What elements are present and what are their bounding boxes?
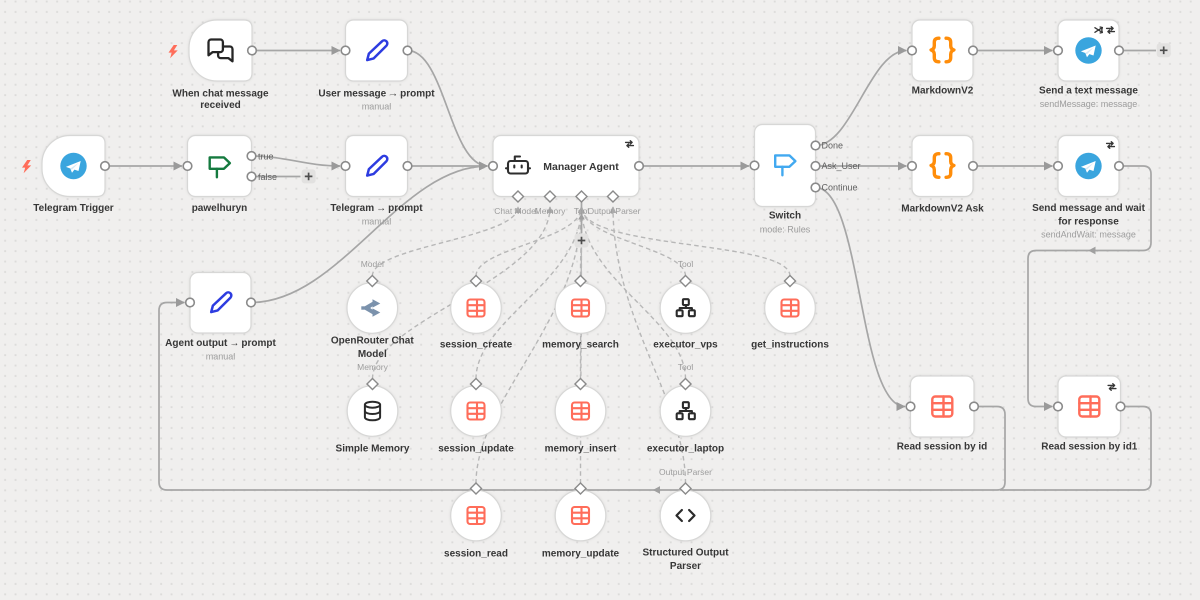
svg-text:session_create: session_create xyxy=(440,340,513,351)
svg-text:MarkdownV2 Ask: MarkdownV2 Ask xyxy=(901,204,984,215)
svg-text:Simple Memory: Simple Memory xyxy=(336,444,410,455)
svg-text:session_read: session_read xyxy=(444,549,508,560)
svg-text:Telegram Trigger: Telegram Trigger xyxy=(33,203,114,214)
svg-text:pawelhuryn: pawelhuryn xyxy=(192,203,248,214)
svg-text:Switch: Switch xyxy=(769,211,801,222)
svg-text:memory_search: memory_search xyxy=(542,340,619,351)
svg-text:Telegram → prompt: Telegram → prompt xyxy=(330,203,423,214)
svg-text:received: received xyxy=(200,100,241,111)
svg-text:executor_vps: executor_vps xyxy=(653,340,718,351)
svg-text:Ask_User: Ask_User xyxy=(822,161,861,171)
svg-text:Send message and wait: Send message and wait xyxy=(1032,203,1145,214)
svg-text:Memory: Memory xyxy=(535,206,566,216)
svg-text:When chat message: When chat message xyxy=(172,89,269,100)
svg-text:sendMessage: message: sendMessage: message xyxy=(1040,99,1138,109)
svg-text:for response: for response xyxy=(1058,217,1119,228)
svg-text:Model: Model xyxy=(358,349,387,360)
svg-text:session_update: session_update xyxy=(438,444,514,455)
svg-text:executor_laptop: executor_laptop xyxy=(647,444,724,455)
svg-text:manual: manual xyxy=(362,217,392,227)
svg-text:Read session by id: Read session by id xyxy=(897,442,988,453)
svg-text:get_instructions: get_instructions xyxy=(751,340,829,351)
svg-text:Output Parser: Output Parser xyxy=(588,206,641,216)
svg-text:MarkdownV2: MarkdownV2 xyxy=(912,86,974,97)
svg-text:false: false xyxy=(258,172,277,182)
svg-text:Parser: Parser xyxy=(670,561,701,572)
svg-text:Send a text message: Send a text message xyxy=(1039,86,1138,97)
svg-text:sendAndWait: message: sendAndWait: message xyxy=(1041,230,1136,240)
svg-text:mode: Rules: mode: Rules xyxy=(760,225,811,235)
svg-text:Model: Model xyxy=(361,259,384,269)
svg-text:Chat Model: Chat Model xyxy=(494,206,538,216)
svg-text:Structured Output: Structured Output xyxy=(642,548,729,559)
svg-text:true: true xyxy=(258,152,274,162)
svg-text:Tool: Tool xyxy=(574,206,590,216)
svg-text:manual: manual xyxy=(362,102,392,112)
svg-text:memory_insert: memory_insert xyxy=(545,444,617,455)
svg-text:User message → prompt: User message → prompt xyxy=(318,89,435,100)
svg-text:Output Parser: Output Parser xyxy=(659,467,712,477)
svg-text:Done: Done xyxy=(822,141,844,151)
svg-text:Continue: Continue xyxy=(822,183,858,193)
svg-text:Tool: Tool xyxy=(678,259,694,269)
svg-text:OpenRouter Chat: OpenRouter Chat xyxy=(331,336,414,347)
svg-text:Tool: Tool xyxy=(678,362,694,372)
svg-text:memory_update: memory_update xyxy=(542,549,620,560)
svg-text:Agent output → prompt: Agent output → prompt xyxy=(165,338,276,349)
svg-text:Read session by id1: Read session by id1 xyxy=(1041,442,1138,453)
svg-text:manual: manual xyxy=(206,352,236,362)
svg-text:Manager Agent: Manager Agent xyxy=(543,161,619,173)
svg-text:Memory: Memory xyxy=(357,362,388,372)
